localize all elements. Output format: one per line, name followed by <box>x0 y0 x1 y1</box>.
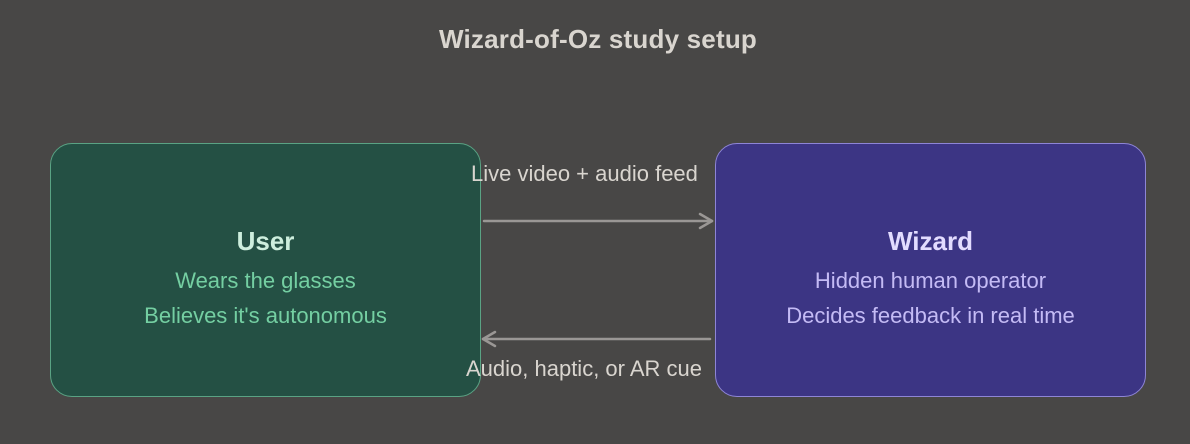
arrow-wizard-to-user <box>481 330 712 348</box>
arrow-user-to-wizard <box>482 212 714 230</box>
diagram-title: Wizard-of-Oz study setup <box>438 24 757 54</box>
wizard-node-title: Wizard <box>888 226 973 256</box>
edge-label-feedback-cue: Audio, haptic, or AR cue <box>466 356 703 381</box>
wizard-node-detail-2: Decides feedback in real time <box>786 303 1075 328</box>
user-node-title: User <box>236 226 295 256</box>
wizard-node: Wizard Hidden human operator Decides fee… <box>715 143 1146 397</box>
user-node-detail-2: Believes it's autonomous <box>144 303 387 328</box>
user-node-detail-1: Wears the glasses <box>175 268 356 293</box>
user-node: User Wears the glasses Believes it's aut… <box>50 143 481 397</box>
wizard-node-detail-1: Hidden human operator <box>814 268 1047 293</box>
edge-label-video-feed: Live video + audio feed <box>471 161 698 186</box>
